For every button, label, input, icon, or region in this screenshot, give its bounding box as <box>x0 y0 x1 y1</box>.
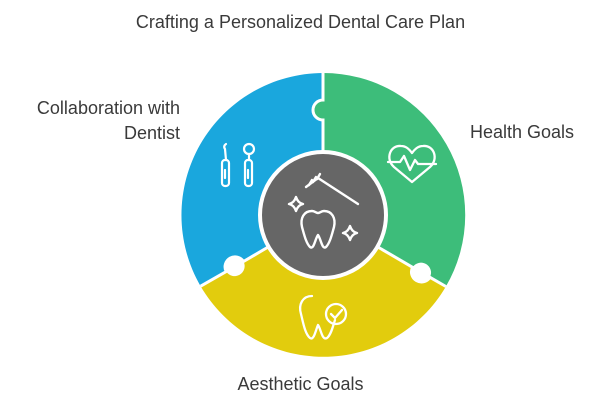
segment-dividers <box>199 73 447 288</box>
diagram-title: Crafting a Personalized Dental Care Plan <box>135 12 466 32</box>
tooth-check-icon <box>299 294 348 340</box>
aesthetic-goals-label: Aesthetic Goals <box>237 374 364 394</box>
collaboration-label-line2: Dentist <box>123 123 180 143</box>
toothbrush-tooth-sparkle-icon <box>287 172 360 249</box>
health-segment <box>313 72 466 287</box>
center-circle <box>258 150 388 280</box>
dental-tools-icon <box>220 142 256 188</box>
heartbeat-icon <box>386 144 438 184</box>
collaboration-label: Collaboration with Dentist <box>14 96 180 146</box>
aesthetic-segment <box>200 215 446 357</box>
collaboration-label-line1: Collaboration with <box>36 98 180 118</box>
health-goals-label: Health Goals <box>470 122 575 142</box>
